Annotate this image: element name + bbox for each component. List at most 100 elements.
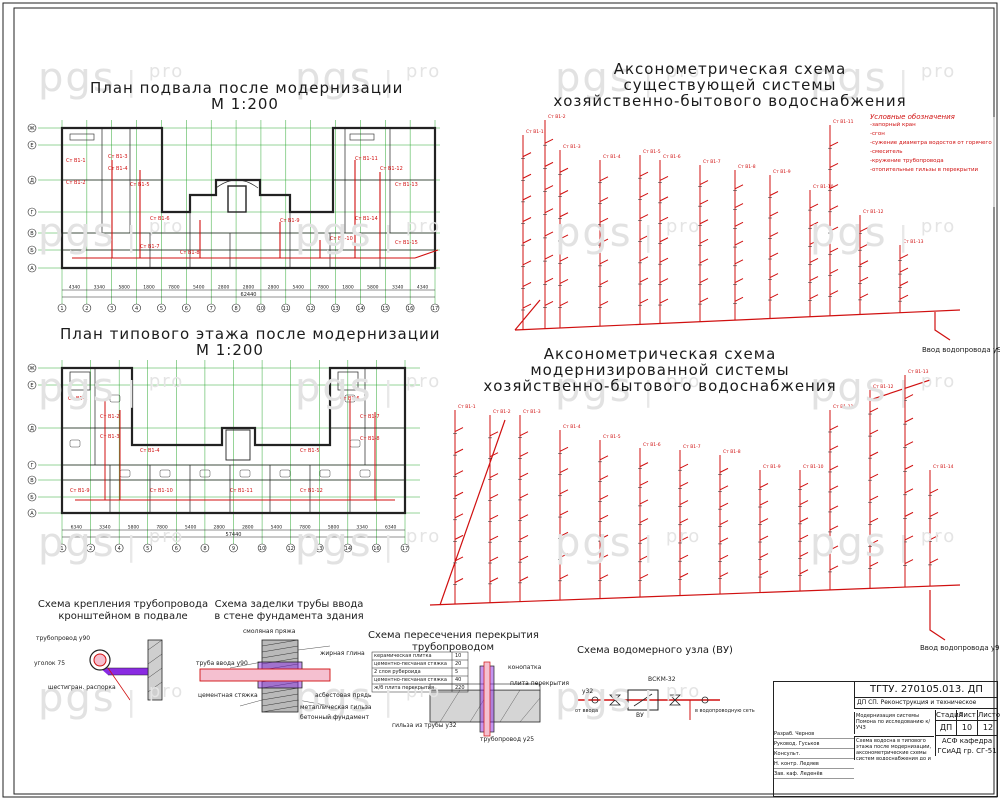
axo-riser-label: Ст В1-4: [603, 154, 621, 160]
watermark-separator: |: [372, 220, 406, 253]
watermark-brand: pgs: [38, 675, 116, 721]
axo-branch: [904, 464, 914, 470]
watermark-separator: |: [632, 220, 666, 253]
axo-branch: [759, 518, 769, 523]
watermark-brand: pgs: [810, 55, 888, 101]
watermark-suffix: pro: [665, 526, 702, 547]
axo-riser-label: Ст В1-1: [458, 404, 476, 410]
dimension-value: 3340: [99, 525, 111, 531]
plan-riser-label: Ст В1-3: [100, 434, 120, 440]
axo-branch: [859, 227, 869, 233]
watermark: pgs | pro: [555, 520, 701, 566]
axo-branch: [559, 489, 569, 495]
watermark-brand: pgs: [555, 55, 633, 101]
axo-branch: [734, 259, 744, 265]
axis-column-number: 2: [85, 306, 88, 312]
axo-branch: [699, 180, 709, 186]
axo-branch: [522, 195, 532, 201]
axis-column-number: 15: [382, 306, 388, 312]
axo-branch: [859, 260, 869, 266]
watermark-separator: |: [887, 375, 921, 408]
plan-riser-label: Ст В1-2: [100, 414, 120, 420]
axo-branch: [659, 278, 669, 284]
axo-branch: [659, 175, 669, 181]
axis-column-number: 4: [135, 306, 138, 312]
axo-riser-label: Ст В1-6: [643, 442, 661, 448]
axo-branch: [699, 199, 709, 205]
hatch-line: [261, 639, 299, 647]
crossing-note-pipe: трубопровод у25: [480, 736, 535, 743]
axo-branch: [519, 576, 529, 582]
watermark-suffix: pro: [148, 216, 185, 237]
axo-branch: [659, 257, 669, 263]
axo-branch: [522, 260, 532, 266]
axo-branch: [829, 268, 839, 274]
watermark-separator: |: [632, 685, 666, 718]
axo-riser-label: Ст В1-7: [683, 444, 701, 450]
detail-meter-unit: [575, 689, 720, 720]
watermark-separator: |: [632, 530, 666, 563]
watermark-brand: pgs: [810, 520, 888, 566]
watermark: pgs | pro: [38, 210, 184, 256]
sealing-label-cement: цементная стяжка: [198, 692, 258, 699]
axo-branch: [899, 281, 909, 287]
axo-riser-label: Ст В1-12: [863, 209, 884, 215]
inlet-label-text-2: Ввод водопровода: [920, 644, 989, 652]
axo-riser-label: Ст В1-13: [903, 239, 924, 245]
axis-column-number: 6: [175, 546, 178, 552]
axo-branch: [559, 510, 569, 516]
dimension-value: 2800: [213, 525, 225, 531]
pipe-fixing-title: Схема крепления трубопровода кронштейном…: [28, 599, 218, 623]
axo-branch: [639, 256, 649, 262]
axo-branch: [639, 277, 649, 283]
floor-crossing-title: Схема пересечения перекрытия трубопровод…: [368, 630, 539, 654]
drawing-description-2: Схема водосна в типового этажа после мод…: [854, 736, 934, 760]
axo-branch: [699, 238, 709, 244]
axo-riser-label: Ст В1-5: [643, 149, 661, 155]
axo-branch: [639, 462, 649, 468]
axis-column-bubble: [405, 303, 415, 313]
sealing-label-clay: жирная глина: [320, 650, 365, 657]
inlet-dn: у90: [992, 346, 1000, 354]
sanitary-fixture: [159, 469, 171, 478]
axo-branch: [829, 184, 839, 190]
floor-partitions: [62, 368, 405, 513]
axo-branch: [869, 451, 879, 457]
watermark: pgs | pro: [555, 55, 701, 101]
crossing-layer-label: цементно-песчаная стяжка: [374, 661, 447, 667]
axo-branch: [809, 294, 819, 300]
axo-branch: [734, 203, 744, 208]
watermark-brand: pgs: [555, 365, 633, 411]
dimension-value: 3340: [356, 525, 368, 531]
axo-branch: [559, 212, 569, 218]
axo-branch: [659, 196, 669, 202]
watermark: pgs | pro: [555, 365, 701, 411]
axo-branch: [869, 517, 879, 523]
watermark-suffix: pro: [148, 681, 185, 702]
stage-header: Стадия: [935, 710, 963, 721]
legend-item: -кружение трубопровода: [870, 158, 944, 164]
axo-branch: [454, 448, 464, 454]
axo-branch: [519, 555, 529, 561]
axo-branch: [829, 525, 839, 531]
axo-branch: [769, 232, 779, 237]
watermark-suffix: pro: [665, 371, 702, 392]
plan-riser-label: Ст В1-5: [300, 448, 320, 454]
axo-branch: [639, 298, 649, 304]
axo-branch: [599, 455, 609, 461]
axo-branch: [559, 167, 569, 173]
axis-column-bubble: [286, 543, 295, 553]
watermark-separator: |: [115, 65, 149, 98]
axis-row-bubble: [27, 123, 37, 133]
axis-row-letter: Д: [30, 178, 34, 184]
axo-branch: [869, 495, 879, 501]
axo-branch: [734, 296, 744, 302]
axis-row-letter: В: [30, 231, 34, 237]
axo-branch: [639, 480, 649, 486]
axis-column-bubble: [231, 303, 241, 313]
axo-branch: [769, 273, 779, 278]
basement-plan-title: План подвала после модернизации М 1:200: [90, 80, 402, 112]
plan-riser-label: Ст В1-3: [108, 154, 128, 160]
